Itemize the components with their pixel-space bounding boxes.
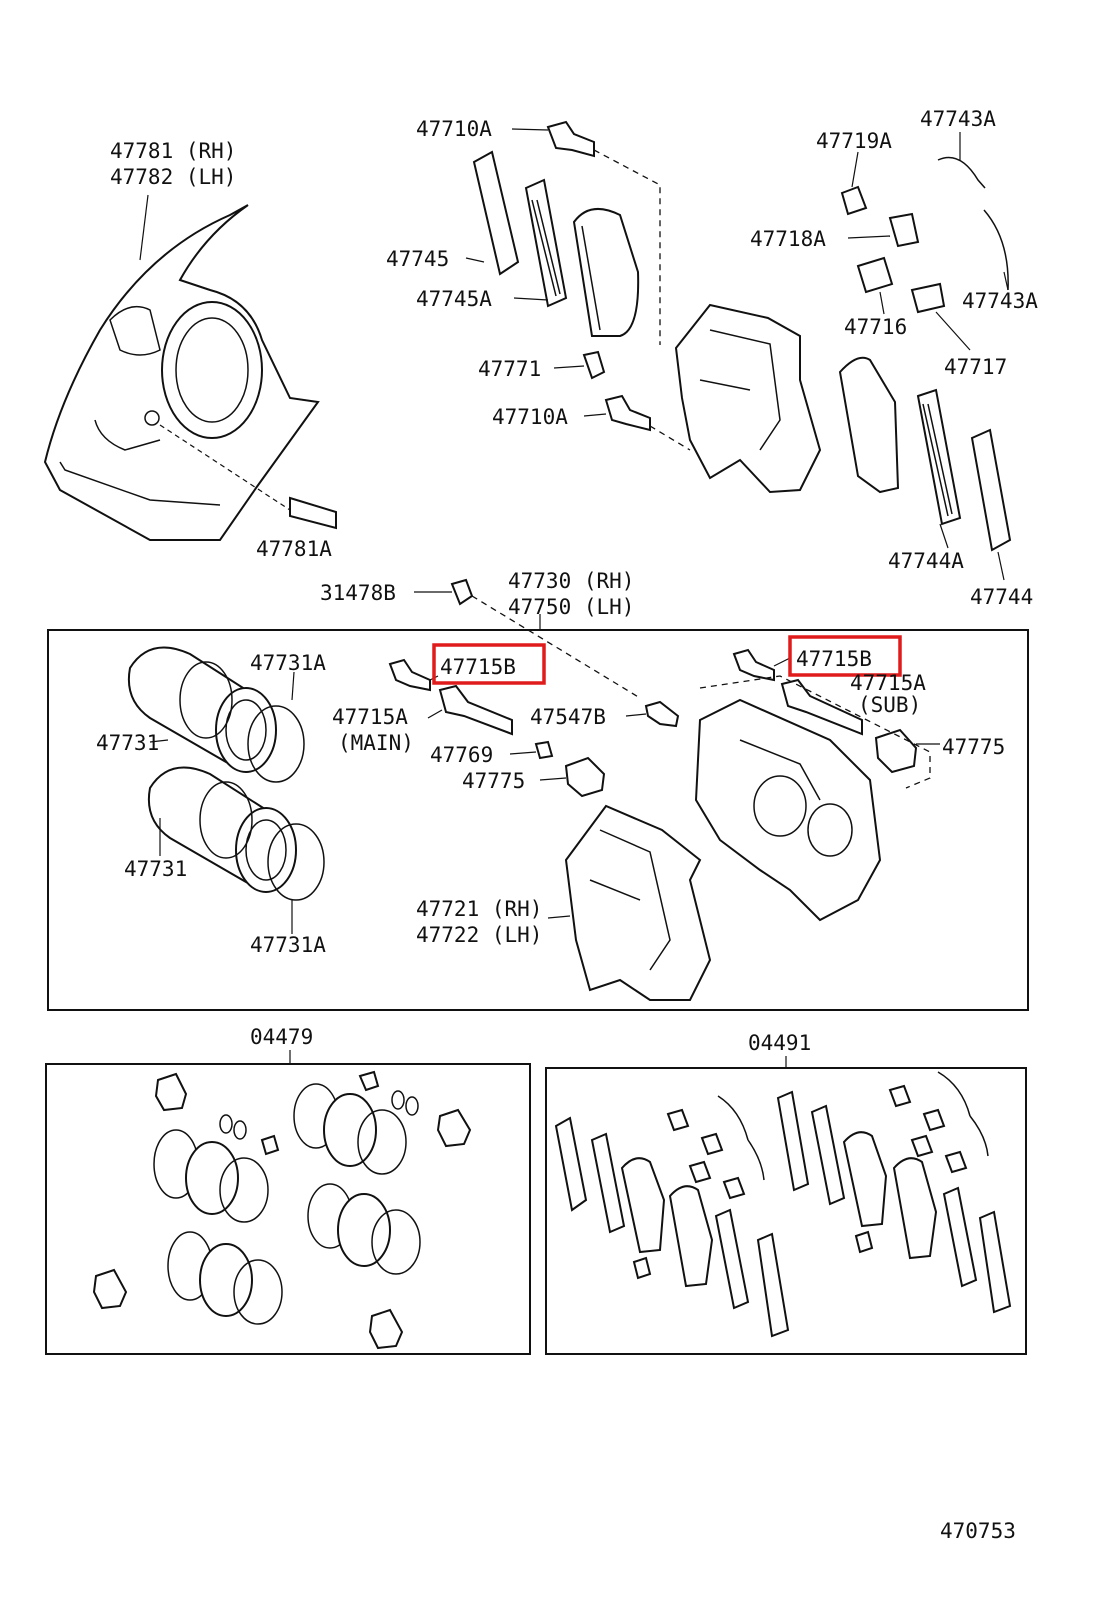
- highlight-47715b-right: [788, 635, 902, 677]
- label-47771: 47771: [478, 357, 541, 381]
- label-04491: 04491: [748, 1031, 811, 1055]
- label-47744: 47744: [970, 585, 1033, 609]
- kit-04491-box: [545, 1067, 1027, 1355]
- upper-pad-group-drawing: [465, 120, 1012, 581]
- kit-04491-drawing: [554, 1071, 1012, 1338]
- caliper-body-drawing: [547, 698, 882, 1001]
- label-47717: 47717: [944, 355, 1007, 379]
- label-47715a-main: 47715A: [332, 705, 408, 729]
- label-47547b: 47547B: [530, 705, 606, 729]
- label-47722: 47722 (LH): [416, 923, 542, 947]
- label-31478b: 31478B: [320, 581, 396, 605]
- label-04479: 04479: [250, 1025, 313, 1049]
- label-sub: (SUB): [858, 693, 921, 717]
- kit-04479-drawing: [92, 1070, 472, 1350]
- label-47710a-top: 47710A: [416, 117, 492, 141]
- label-47730: 47730 (RH): [508, 569, 634, 593]
- label-47781: 47781 (RH): [110, 139, 236, 163]
- label-47710a-mid: 47710A: [492, 405, 568, 429]
- diagram-code: 470753: [940, 1519, 1016, 1543]
- bleeder-drawing: [414, 578, 641, 699]
- label-47769: 47769: [430, 743, 493, 767]
- label-47731-bottom: 47731: [124, 857, 187, 881]
- label-47718a: 47718A: [750, 227, 826, 251]
- label-47715b-left: 47715B: [440, 655, 516, 679]
- label-47731-top: 47731: [96, 731, 159, 755]
- label-47719a: 47719A: [816, 129, 892, 153]
- label-47743a-right: 47743A: [962, 289, 1038, 313]
- caliper-assembly-box: [47, 629, 1029, 1011]
- label-47781a: 47781A: [256, 537, 332, 561]
- label-47775-left: 47775: [462, 769, 525, 793]
- label-47750: 47750 (LH): [508, 595, 634, 619]
- kit-04479-box: [45, 1063, 531, 1355]
- pistons-drawing: [128, 646, 325, 934]
- label-47721: 47721 (RH): [416, 897, 542, 921]
- label-47731a-bottom: 47731A: [250, 933, 326, 957]
- label-47731a-top: 47731A: [250, 651, 326, 675]
- highlight-47715b-left: [432, 643, 546, 685]
- label-47745: 47745: [386, 247, 449, 271]
- label-47745a: 47745A: [416, 287, 492, 311]
- label-47782: 47782 (LH): [110, 165, 236, 189]
- label-47744a: 47744A: [888, 549, 964, 573]
- dust-cover-drawing: [43, 194, 337, 541]
- label-47716: 47716: [844, 315, 907, 339]
- label-47743a-top: 47743A: [920, 107, 996, 131]
- label-47715a-sub: 47715A: [850, 671, 926, 695]
- pins-drawing: [388, 648, 940, 798]
- label-main: (MAIN): [338, 731, 414, 755]
- label-47775-right: 47775: [942, 735, 1005, 759]
- label-47715b-right: 47715B: [796, 647, 872, 671]
